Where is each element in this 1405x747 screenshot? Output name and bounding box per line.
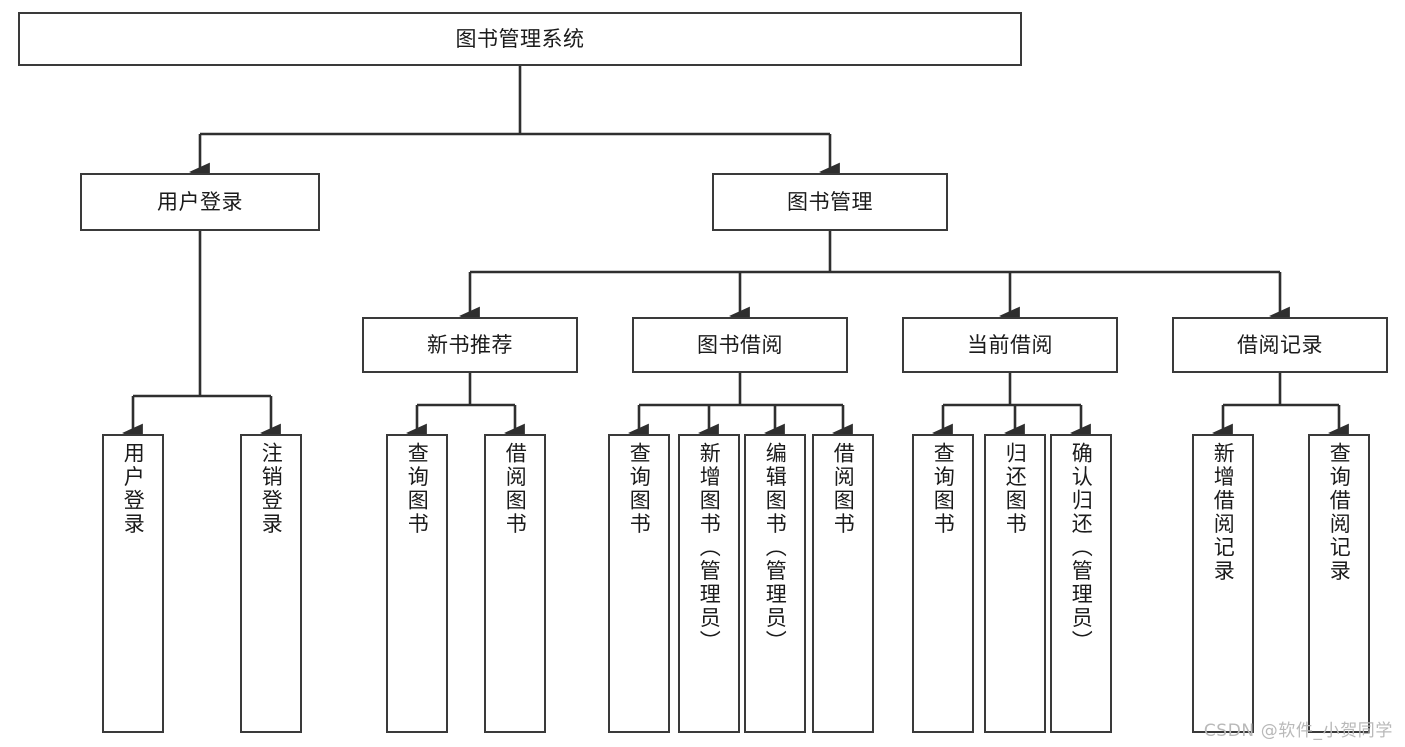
node-label-leaf-edit-book: 编辑图书（管理员） xyxy=(763,442,788,654)
node-leaf-query-book-new[interactable]: 查询图书 xyxy=(386,434,448,733)
csdn-watermark: CSDN @软件_小贺同学 xyxy=(1203,721,1393,741)
node-leaf-borrow-book-new[interactable]: 借阅图书 xyxy=(484,434,546,733)
node-leaf-return-book[interactable]: 归还图书 xyxy=(984,434,1046,733)
node-leaf-confirm-return[interactable]: 确认归还（管理员） xyxy=(1050,434,1112,733)
node-label-leaf-return-book: 归还图书 xyxy=(1003,442,1028,536)
node-leaf-edit-book[interactable]: 编辑图书（管理员） xyxy=(744,434,806,733)
node-label-leaf-user-login: 用户登录 xyxy=(121,442,146,536)
node-leaf-query-book-cb[interactable]: 查询图书 xyxy=(912,434,974,733)
node-leaf-query-book-bb[interactable]: 查询图书 xyxy=(608,434,670,733)
node-label-current-borrow: 当前借阅 xyxy=(967,332,1053,357)
node-label-borrow-record: 借阅记录 xyxy=(1237,332,1323,357)
node-label-leaf-borrow-book-bb: 借阅图书 xyxy=(831,442,856,536)
node-leaf-borrow-book-bb[interactable]: 借阅图书 xyxy=(812,434,874,733)
node-label-leaf-borrow-book-new: 借阅图书 xyxy=(503,442,528,536)
node-label-user-login: 用户登录 xyxy=(157,189,243,214)
node-label-leaf-confirm-return: 确认归还（管理员） xyxy=(1069,442,1094,654)
node-borrow-record[interactable]: 借阅记录 xyxy=(1172,317,1388,373)
node-label-leaf-query-book-new: 查询图书 xyxy=(405,442,430,536)
node-book-borrow[interactable]: 图书借阅 xyxy=(632,317,848,373)
node-book-manage[interactable]: 图书管理 xyxy=(712,173,948,231)
node-leaf-add-record[interactable]: 新增借阅记录 xyxy=(1192,434,1254,733)
node-label-leaf-query-book-cb: 查询图书 xyxy=(931,442,956,536)
node-label-leaf-query-record: 查询借阅记录 xyxy=(1327,442,1352,583)
node-label-leaf-add-record: 新增借阅记录 xyxy=(1211,442,1236,583)
node-new-book-recommend[interactable]: 新书推荐 xyxy=(362,317,578,373)
node-label-new-book-recommend: 新书推荐 xyxy=(427,332,513,357)
node-leaf-user-login[interactable]: 用户登录 xyxy=(102,434,164,733)
node-root[interactable]: 图书管理系统 xyxy=(18,12,1022,66)
node-leaf-query-record[interactable]: 查询借阅记录 xyxy=(1308,434,1370,733)
node-label-leaf-query-book-bb: 查询图书 xyxy=(627,442,652,536)
node-user-login[interactable]: 用户登录 xyxy=(80,173,320,231)
node-leaf-logout[interactable]: 注销登录 xyxy=(240,434,302,733)
node-label-book-manage: 图书管理 xyxy=(787,189,873,214)
node-leaf-add-book[interactable]: 新增图书（管理员） xyxy=(678,434,740,733)
node-label-book-borrow: 图书借阅 xyxy=(697,332,783,357)
node-current-borrow[interactable]: 当前借阅 xyxy=(902,317,1118,373)
node-label-leaf-add-book: 新增图书（管理员） xyxy=(697,442,722,654)
node-label-root: 图书管理系统 xyxy=(455,26,585,51)
node-label-leaf-logout: 注销登录 xyxy=(259,442,284,536)
